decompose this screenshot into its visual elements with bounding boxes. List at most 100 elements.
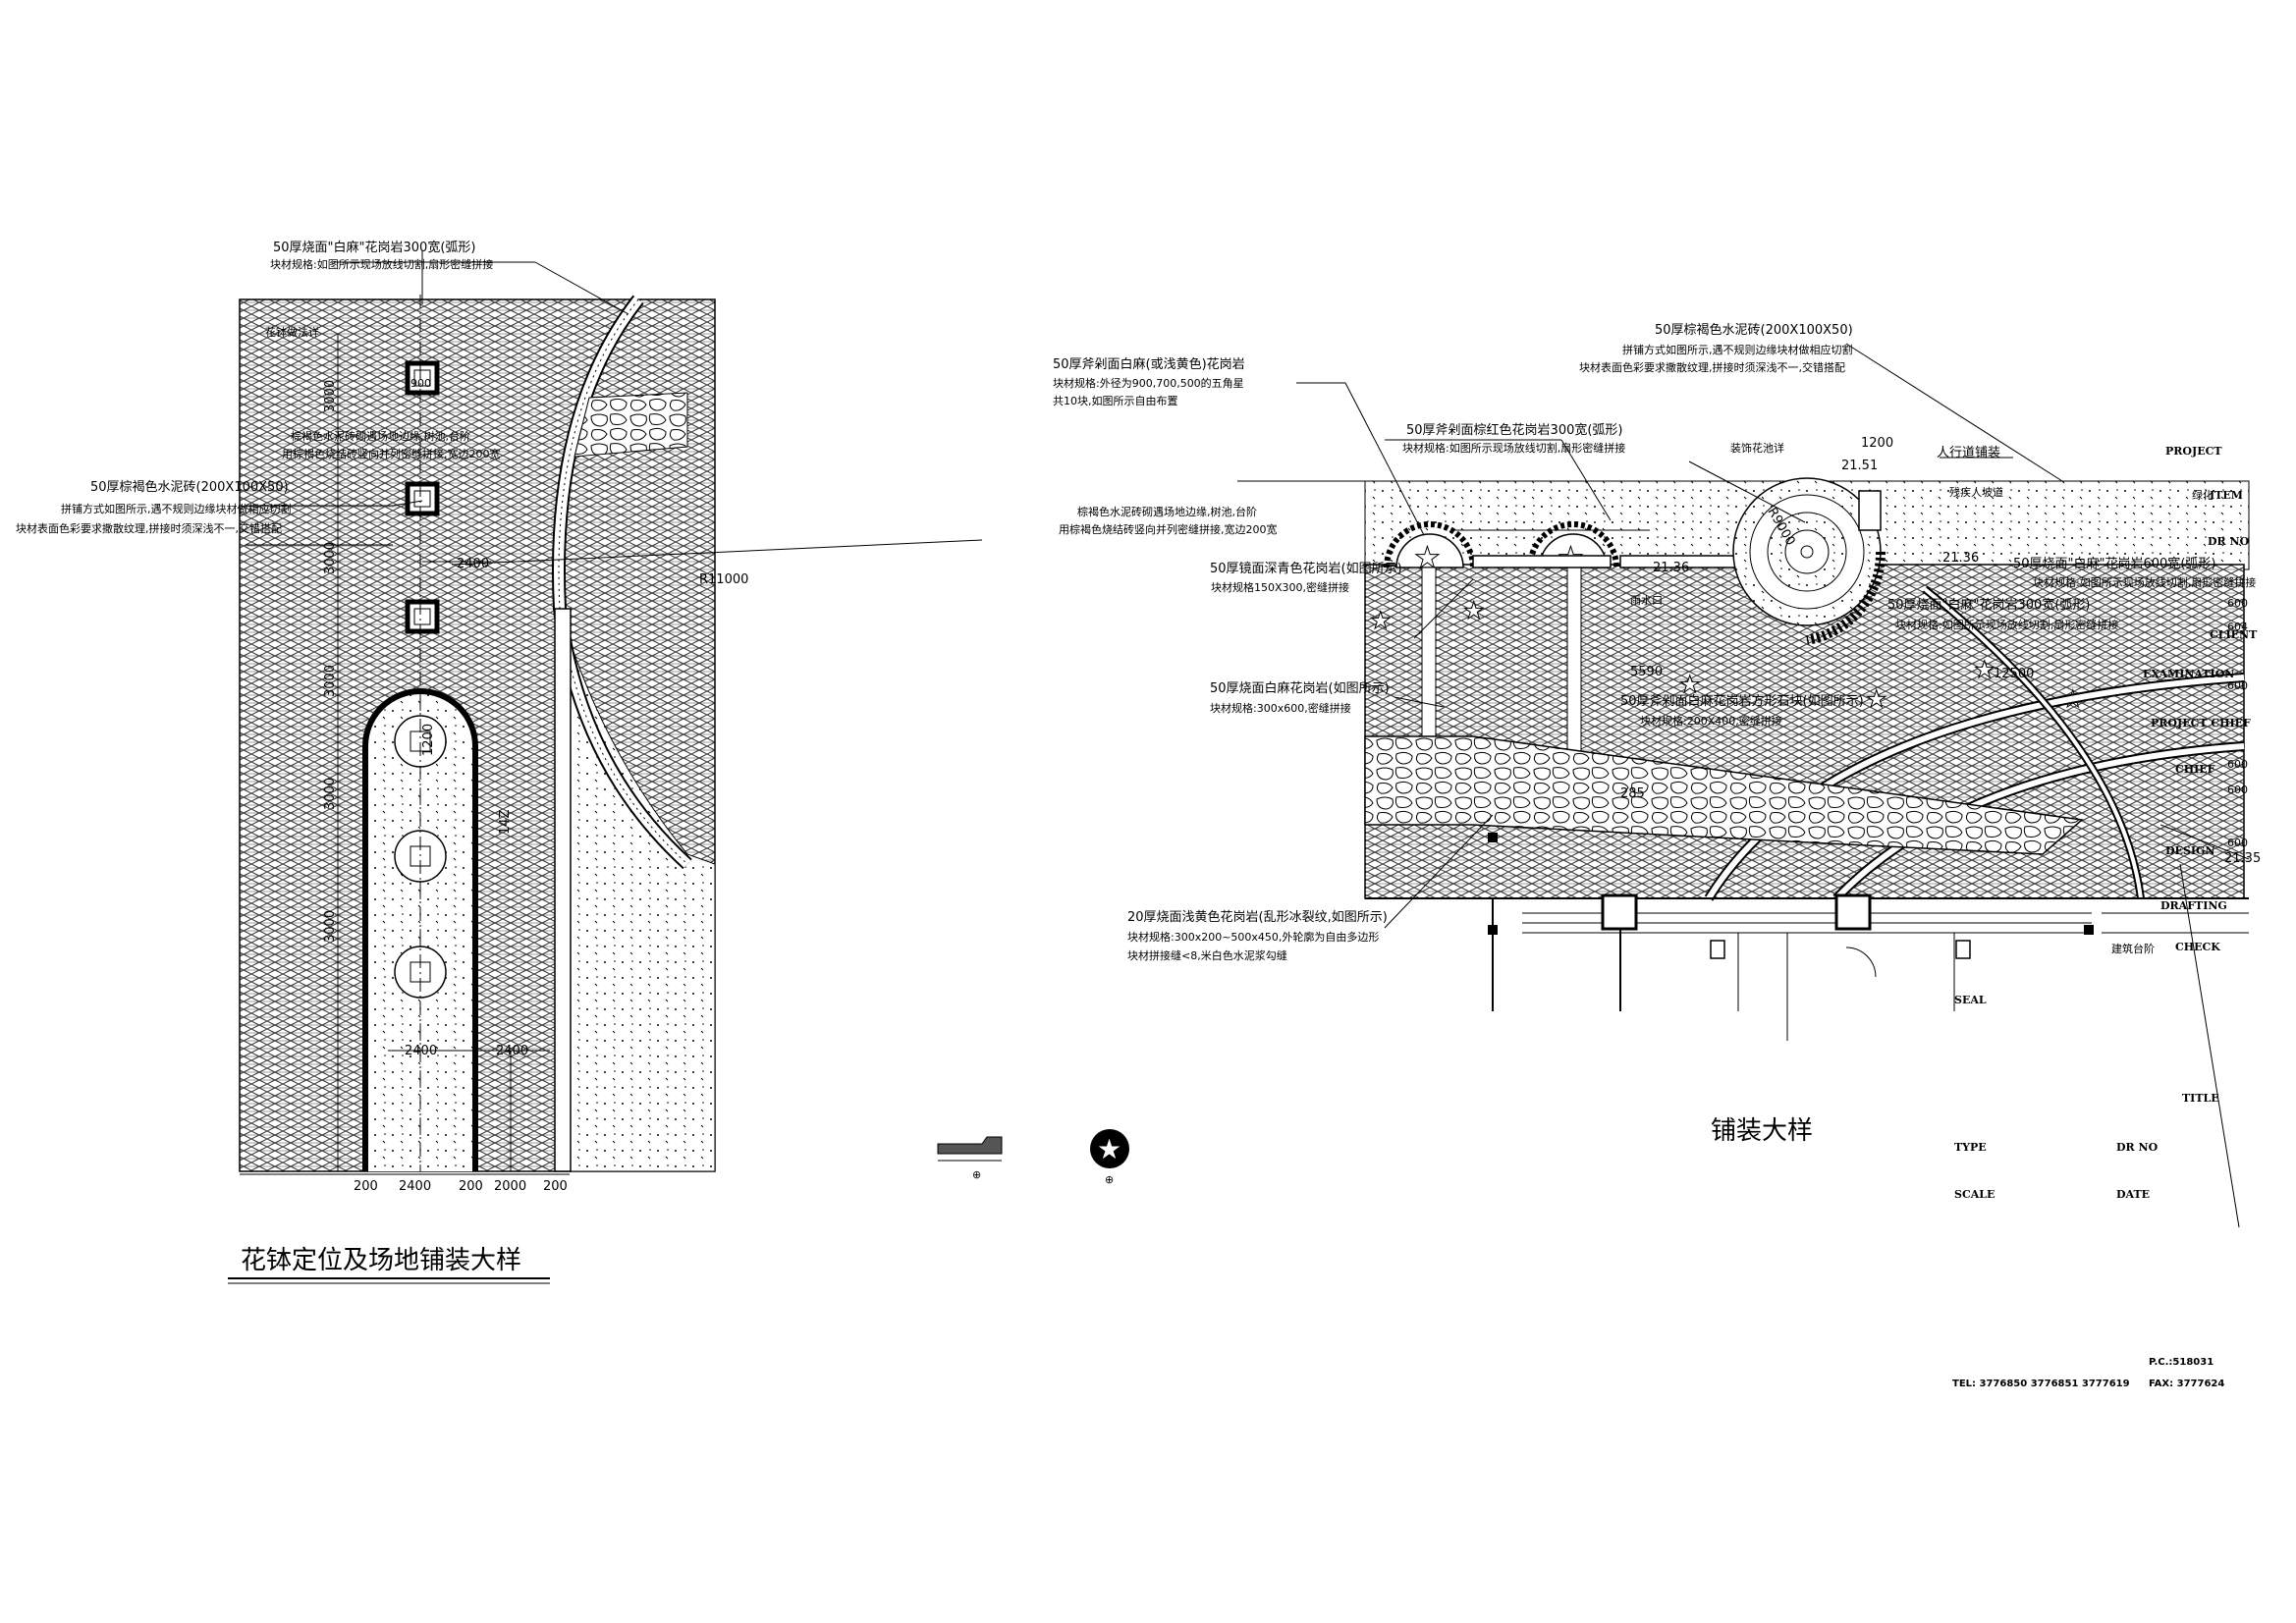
- right-note-white-arc-1: 50厚烧面"白麻"花岗岩600宽(弧形): [2013, 556, 2215, 571]
- tb-fax: FAX: 3777624: [2149, 1379, 2224, 1389]
- planter-boxes: [394, 360, 447, 999]
- left-stone-strip: [574, 392, 688, 458]
- dim-900: 900: [410, 377, 431, 390]
- svg-text:★: ★: [1974, 656, 1995, 683]
- tb-check: CHECK: [2175, 941, 2220, 953]
- right-note-edge-2: 用棕褐色烧结砖竖向并列密缝拼接,宽边200宽: [1059, 522, 1278, 536]
- elev-2136-b: 21.36: [1942, 551, 1979, 566]
- scattered-stars: ★ ★ ★ ★ ★ ★: [1370, 597, 2085, 714]
- svg-text:⊕: ⊕: [972, 1168, 981, 1181]
- right-note-flag-2: 块材规格:300x200~500x450,外轮廓为自由多边形: [1127, 930, 1379, 944]
- elev-2135: 21.35: [2224, 851, 2261, 866]
- dim-12500: 12500: [1994, 667, 2034, 681]
- tb-project-chief: PROJECT CHIEF: [2151, 717, 2251, 730]
- right-note-drain: 雨水口: [1630, 594, 1663, 607]
- section-symbol-small: ⊕: [937, 1136, 1003, 1181]
- dim-r600-3: 600: [2227, 679, 2248, 692]
- tb-project: PROJECT: [2165, 445, 2222, 458]
- right-note-star-3: 共10块,如图所示自由布置: [1053, 394, 1178, 407]
- tb-drafting: DRAFTING: [2160, 899, 2227, 912]
- dim-r600-6: 600: [2227, 837, 2248, 849]
- left-note-edge-2: 用棕褐色烧结砖竖向并列密缝拼接,宽边200宽: [282, 447, 501, 460]
- right-note-white-arc2-2: 块材规格:如图所示现场放线切割,扇形密缝拼接: [1895, 618, 2118, 631]
- left-plan-title: 花钵定位及场地铺装大样: [241, 1246, 521, 1275]
- dim-bottom-2: 2400: [399, 1179, 431, 1194]
- left-note-planter: 花钵做法详: [265, 325, 319, 339]
- left-note-edge-1: 棕褐色水泥砖砌遇场地边缘,树池,台阶: [291, 429, 470, 443]
- right-note-red-2: 块材规格:如图所示现场放线切割,扇形密缝拼接: [1402, 441, 1625, 455]
- right-note-flag-1: 20厚烧面浅黄色花岗岩(乱形冰裂纹,如图所示): [1127, 909, 1388, 925]
- tb-design: DESIGN: [2165, 844, 2214, 857]
- dim-2400-bl: 2400: [405, 1044, 437, 1058]
- dim-bottom-5: 200: [543, 1179, 568, 1194]
- right-note-paver-1: 50厚棕褐色水泥砖(200X100X50): [1655, 322, 1853, 338]
- dim-3000-a: 3000: [323, 380, 338, 412]
- right-note-blue-1: 50厚镜面深青色花岗岩(如图所示): [1210, 561, 1402, 576]
- left-note-curb-1: 50厚烧面"白麻"花岗岩300宽(弧形): [273, 240, 475, 255]
- tb-dr-no-top: DR NO: [2208, 535, 2250, 548]
- elev-2136-a: 21.36: [1653, 561, 1689, 575]
- dim-bottom-1: 200: [354, 1179, 378, 1194]
- right-note-white-arc2-1: 50厚烧面"白麻"花岗岩300宽(弧形): [1887, 597, 2090, 613]
- right-note-star-1: 50厚斧剁面白麻(或浅黄色)花岗岩: [1053, 356, 1245, 372]
- right-edge-dims: 600 604 600 600 600 600: [2227, 597, 2248, 849]
- dim-2400-br: 2400: [496, 1044, 528, 1058]
- tb-pc: P.C.:518031: [2149, 1357, 2214, 1368]
- svg-text:★: ★: [1097, 1133, 1121, 1165]
- right-note-flag-3: 块材拼接缝<8,米白色水泥浆勾缝: [1127, 948, 1287, 962]
- tb-scale: SCALE: [1954, 1188, 1995, 1201]
- right-note-white-fine-2: 块材规格:300x600,密缝拼接: [1210, 701, 1351, 715]
- right-note-building-step: 建筑台阶: [2111, 942, 2155, 955]
- dim-r600-1: 600: [2227, 597, 2248, 610]
- left-note-paver-1: 50厚棕褐色水泥砖(200X100X50): [90, 479, 289, 495]
- right-note-star-2: 块材规格:外径为900,700,500的五角星: [1053, 376, 1244, 390]
- tb-item: ITEM: [2210, 489, 2243, 502]
- left-note-curb-2: 块材规格:如图所示现场放线切割,扇形密缝拼接: [270, 257, 493, 271]
- tb-dr-no: DR NO: [2116, 1141, 2159, 1154]
- right-note-edge-1: 棕褐色水泥砖砌遇场地边缘,树池,台阶: [1077, 505, 1257, 518]
- dim-r600-5: 600: [2227, 784, 2248, 796]
- dim-r600-4: 600: [2227, 758, 2248, 771]
- dim-bottom-4: 2000: [494, 1179, 526, 1194]
- svg-text:★: ★: [1463, 597, 1485, 624]
- right-note-square-1: 50厚斧剁面白麻花岗岩方形石块(如图所示): [1620, 693, 1864, 709]
- tb-tel: TEL: 3776850 3776851 3777619: [1952, 1379, 2130, 1389]
- dim-r600-2: 604: [2227, 621, 2248, 633]
- right-note-ramp: 残疾人坡道: [1949, 485, 2003, 499]
- right-stone-band: [1364, 735, 2084, 855]
- dim-bottom-3: 200: [459, 1179, 483, 1194]
- left-note-paver-3: 块材表面色彩要求撒散纹理,拼接时须深浅不一,交错搭配: [16, 521, 282, 535]
- tb-seal: SEAL: [1954, 994, 1987, 1006]
- tb-client: CLIENT: [2210, 628, 2258, 641]
- right-note-red-1: 50厚斧剁面棕红色花岗岩300宽(弧形): [1406, 422, 1623, 438]
- planter-2: [405, 481, 440, 516]
- dim-1200: 1200: [421, 724, 436, 756]
- right-note-walkway: 人行道铺装: [1937, 446, 2000, 460]
- dim-2400-top: 2400: [457, 557, 489, 571]
- dim-3000-d: 3000: [323, 778, 338, 810]
- tb-type: TYPE: [1954, 1141, 1987, 1154]
- right-plan-title: 铺装大样: [1711, 1116, 1813, 1146]
- left-band: [554, 608, 572, 1172]
- svg-text:★: ★: [1370, 607, 1392, 634]
- right-note-white-arc-2: 块材规格:如图所示现场放线切割,扇形密缝拼接: [2033, 575, 2256, 589]
- right-note-fountain: 装饰花池详: [1730, 441, 1784, 455]
- right-note-paver-3: 块材表面色彩要求撒散纹理,拼接时须深浅不一,交错搭配: [1579, 360, 1845, 374]
- dim-3000-e: 3000: [323, 910, 338, 943]
- elev-2151: 21.51: [1841, 459, 1878, 473]
- svg-text:★: ★: [1679, 671, 1701, 698]
- tb-date: DATE: [2116, 1188, 2150, 1201]
- dim-1200-r: 1200: [1861, 436, 1893, 451]
- fountain: [1732, 477, 1886, 645]
- svg-text:⊕: ⊕: [1105, 1173, 1114, 1186]
- tb-examination: EXAMINATION: [2143, 668, 2234, 680]
- dim-285: 285: [1620, 786, 1645, 801]
- star-emblem: ★ ⊕: [1090, 1129, 1129, 1186]
- left-note-paver-2: 拼铺方式如图所示,遇不规则边缘块材做相应切割: [61, 502, 292, 515]
- left-plan: [239, 250, 983, 1175]
- dim-radius: R11000: [699, 572, 748, 587]
- dim-3000-c: 3000: [323, 665, 338, 697]
- right-plan: ★ ★ ★ ★ ★ ★ ★ ★: [1237, 343, 2250, 1228]
- right-note-blue-2: 块材规格150X300,密缝拼接: [1211, 580, 1349, 594]
